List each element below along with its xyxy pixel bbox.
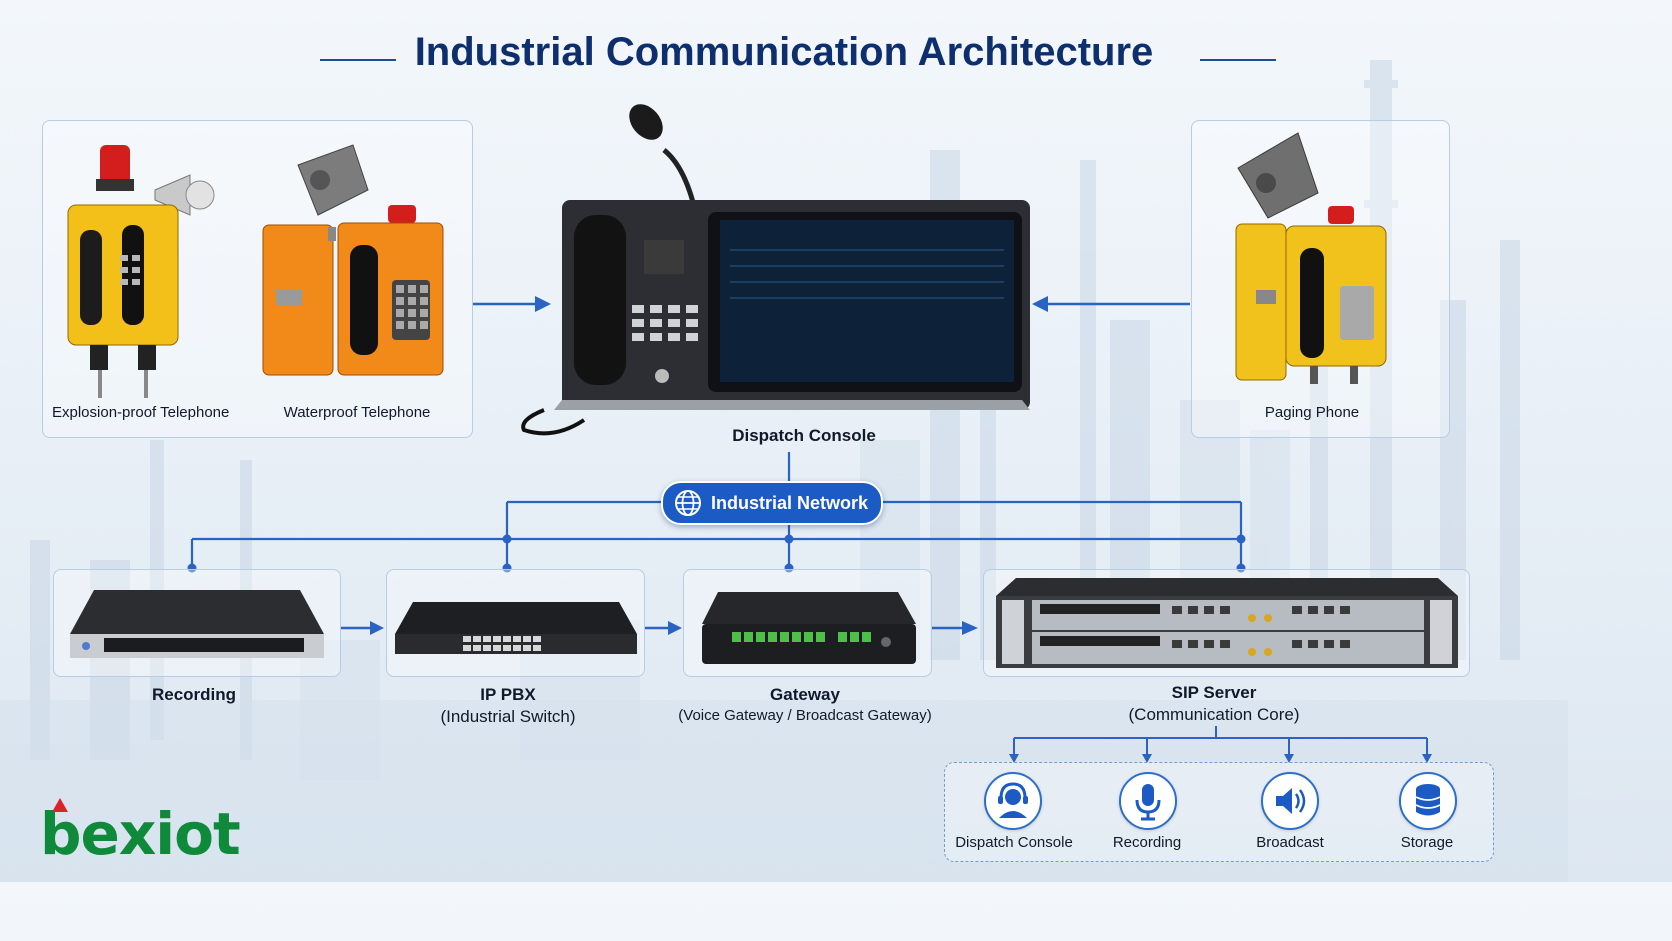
ip-pbx-box: [386, 569, 645, 677]
sip-server-box: [983, 569, 1470, 677]
speaker-icon: [1261, 772, 1319, 830]
ip-pbx-title: IP PBX: [480, 685, 536, 704]
headset-icon: [984, 772, 1042, 830]
sip-server-subtitle: (Communication Core): [1128, 705, 1300, 724]
gateway-subtitle: (Voice Gateway / Broadcast Gateway): [678, 707, 932, 724]
industrial-network-label: Industrial Network: [711, 493, 869, 513]
logo-text: bexiot: [40, 800, 241, 868]
service-label-storage: Storage: [1400, 834, 1454, 851]
bexiot-logo: bexiot: [40, 800, 241, 868]
database-icon: [1399, 772, 1457, 830]
network-connectors: [187, 452, 1432, 763]
microphone-icon: [1119, 772, 1177, 830]
paging-phone-label: Paging Phone: [1264, 404, 1360, 421]
title-rule-left: [320, 59, 396, 61]
service-label-broadcast: Broadcast: [1256, 834, 1324, 851]
service-label-recording: Recording: [1112, 834, 1182, 851]
waterproof-telephone-image: [262, 144, 444, 376]
logo-red-mark: [52, 798, 68, 812]
paging-phone-image: [1235, 132, 1387, 384]
page-title: Industrial Communication Architecture: [414, 30, 1154, 74]
explosion-proof-telephone-label: Explosion-proof Telephone: [52, 404, 230, 421]
gateway-image: [702, 592, 916, 664]
recording-device-box: [53, 569, 341, 677]
industrial-network-badge: Industrial Network: [661, 481, 883, 525]
ip-pbx-image: [395, 602, 637, 654]
gateway-box: [683, 569, 932, 677]
explosion-proof-telephone-image: [67, 145, 215, 398]
ip-pbx-subtitle: (Industrial Switch): [440, 707, 576, 726]
title-rule-right: [1200, 59, 1276, 61]
sip-server-title: SIP Server: [1171, 683, 1257, 702]
waterproof-telephone-label: Waterproof Telephone: [283, 404, 431, 421]
dispatch-console-label: Dispatch Console: [732, 426, 876, 445]
recording-title: Recording: [151, 685, 237, 704]
dispatch-console-image: [521, 104, 1030, 436]
sip-server-image: [996, 578, 1458, 668]
gateway-title: Gateway: [770, 685, 840, 704]
arrow-right-to-console: [1032, 296, 1190, 312]
recording-device-image: [70, 590, 324, 658]
globe-icon: [675, 490, 701, 516]
service-label-dispatch-console: Dispatch Console: [955, 834, 1073, 851]
architecture-diagram: Industrial Communication Architecture: [0, 30, 1568, 882]
arrow-left-to-console: [473, 296, 551, 312]
